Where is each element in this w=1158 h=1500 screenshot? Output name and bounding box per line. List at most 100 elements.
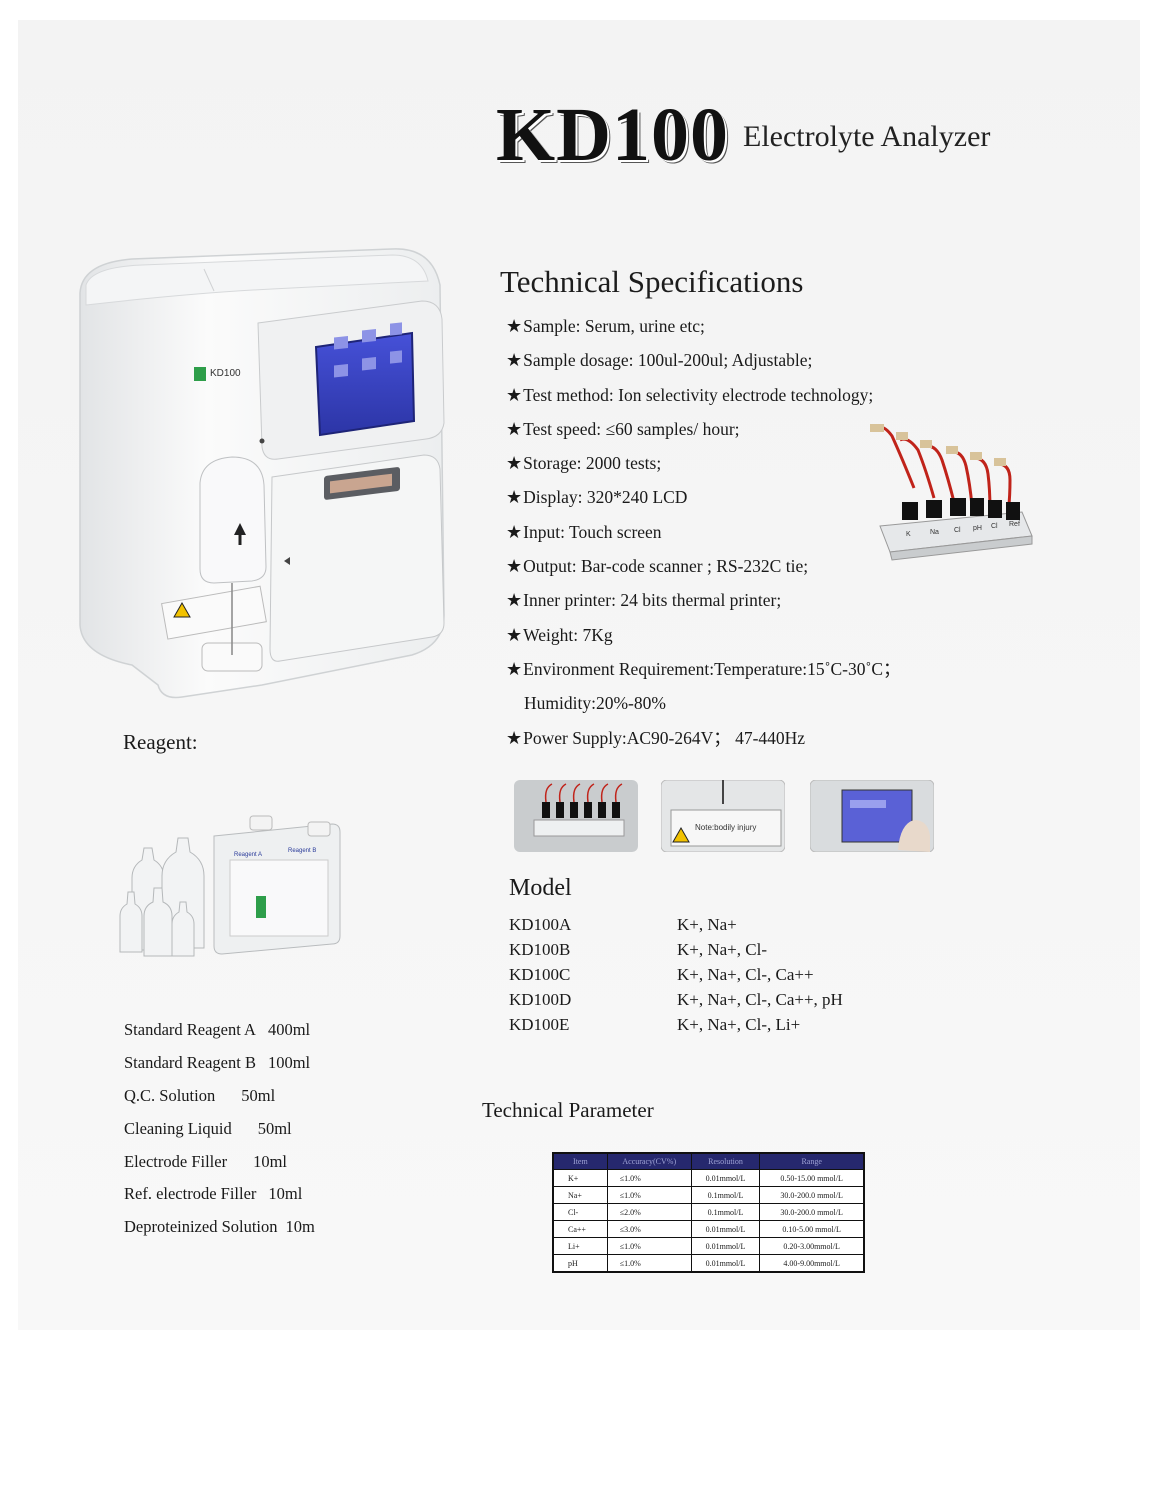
reagent-name: Standard Reagent A [124, 1020, 256, 1039]
parameter-cell: 0.10-5.00 mmol/L [759, 1220, 865, 1238]
device-brand-label: KD100 [210, 368, 241, 379]
spec-item: ★Input: Touch screen [506, 521, 976, 555]
parameter-cell: K+ [552, 1169, 608, 1187]
spec-text: Sample: Serum, urine etc; [523, 316, 705, 336]
parameter-cell: 0.1mmol/L [690, 1203, 761, 1221]
parameter-cell: 0.01mmol/L [690, 1237, 761, 1255]
reagent-name: Ref. electrode Filler [124, 1184, 257, 1204]
reagent-volume: 10m [285, 1217, 315, 1237]
analyzer-device-image: KD100 [79, 248, 445, 699]
spec-text: Test method: Ion selectivity electrode t… [523, 384, 874, 405]
spec-text: Environment Requirement:Temperature:15˚C… [523, 658, 901, 679]
parameter-cell: 30.0-200.0 mmol/L [759, 1203, 865, 1221]
reagent-volume: 50ml [241, 1085, 276, 1105]
spec-text: Storage: 2000 tests; [523, 453, 662, 474]
parameter-cell: 0.01mmol/L [690, 1220, 761, 1238]
model-row: KD100A K+, Na+ [509, 912, 843, 937]
model-ions: K+, Na+ [677, 914, 737, 934]
parameter-cell: Na+ [552, 1186, 608, 1204]
star-icon: ★ [506, 658, 523, 679]
model-ions: K+, Na+, Cl-, Ca++, pH [677, 989, 843, 1009]
parameter-cell: 30.0-200.0 mmol/L [759, 1186, 865, 1204]
thumb-touch-screen [810, 780, 934, 852]
reagent-heading: Reagent: [123, 730, 198, 754]
electrode-label: K [906, 531, 911, 538]
title-subtitle: Electrolyte Analyzer [743, 120, 991, 153]
reagent-volume: 10ml [253, 1151, 288, 1171]
parameter-cell: 0.20-3.00mmol/L [759, 1237, 865, 1255]
electrode-label: Ref [1009, 521, 1020, 528]
parameter-cell: Cl- [552, 1203, 608, 1221]
star-icon: ★ [506, 521, 523, 542]
star-icon: ★ [506, 316, 523, 336]
star-icon: ★ [506, 418, 523, 439]
reagent-name: Deproteinized Solution [124, 1217, 278, 1237]
spec-text: Output: Bar-code scanner ; RS-232C tie; [523, 556, 809, 577]
reagent-name: Cleaning Liquid [124, 1118, 232, 1138]
parameter-heading: Technical Parameter [482, 1098, 654, 1122]
spec-text: Power Supply:AC90-264V； 47-440Hz [523, 727, 806, 748]
spec-text: Inner printer: 24 bits thermal printer; [523, 590, 782, 611]
reagent-bottles-image: Reagent A Reagent B [119, 815, 341, 957]
parameter-cell: ≤1.0% [606, 1169, 692, 1187]
parameter-cell: Li+ [552, 1237, 608, 1255]
parameter-cell: ≤3.0% [606, 1220, 692, 1238]
specs-list: ★Sample: Serum, urine etc;★Sample dosage… [506, 315, 976, 761]
reagent-volume: 10ml [268, 1184, 303, 1204]
spec-item: ★Test method: Ion selectivity electrode … [506, 384, 976, 418]
spec-item: ★Display: 320*240 LCD [506, 486, 976, 520]
star-icon: ★ [506, 590, 523, 611]
model-name: KD100E [509, 1014, 570, 1034]
spec-item: Humidity:20%-80% [506, 692, 976, 726]
reagent-item: Deproteinized Solution 10m [124, 1216, 315, 1249]
reagent-name: Standard Reagent B [124, 1052, 256, 1072]
parameter-cell: 0.1mmol/L [690, 1186, 761, 1204]
spec-item: ★Test speed: ≤60 samples/ hour; [506, 418, 976, 452]
model-ions: K+, Na+, Cl-, Ca++ [677, 964, 814, 984]
star-icon: ★ [506, 453, 523, 474]
model-name: KD100A [509, 914, 572, 934]
spec-text: Display: 320*240 LCD [523, 487, 688, 508]
parameter-cell: pH [552, 1254, 608, 1273]
parameter-cell: ≤1.0% [606, 1186, 692, 1204]
thumb-caption: Note:bodily injury [695, 823, 756, 832]
star-icon: ★ [506, 384, 523, 405]
spec-item: ★Output: Bar-code scanner ; RS-232C tie; [506, 555, 976, 589]
spec-item: ★Power Supply:AC90-264V； 47-440Hz [506, 727, 976, 761]
spec-item: ★Storage: 2000 tests; [506, 452, 976, 486]
electrode-label: Cl [954, 527, 961, 534]
parameter-column-header: Resolution [690, 1152, 761, 1170]
star-icon: ★ [506, 350, 523, 371]
spec-item: ★Sample: Serum, urine etc; [506, 315, 976, 349]
reagent-pack-label-a: Reagent A [234, 852, 262, 858]
reagent-item: Electrode Filler 10ml [124, 1151, 315, 1184]
parameter-cell: 0.50-15.00 mmol/L [759, 1169, 865, 1187]
reagent-pack-label-b: Reagent B [288, 848, 316, 854]
electrode-label: Na [930, 529, 939, 536]
electrode-label: Cl [991, 523, 998, 530]
parameter-column-header: Accuracy(CV%) [606, 1152, 692, 1170]
parameter-column-header: Item [552, 1152, 608, 1170]
parameter-cell: ≤2.0% [606, 1203, 692, 1221]
spec-item: ★Inner printer: 24 bits thermal printer; [506, 589, 976, 623]
star-icon: ★ [506, 624, 523, 645]
spec-text: Weight: 7Kg [523, 624, 613, 645]
parameter-cell: Ca++ [552, 1220, 608, 1238]
reagent-item: Ref. electrode Filler 10ml [124, 1183, 315, 1216]
reagent-name: Electrode Filler [124, 1151, 228, 1171]
model-ions: K+, Na+, Cl- [677, 939, 767, 959]
thumb-electrodes [514, 780, 638, 852]
